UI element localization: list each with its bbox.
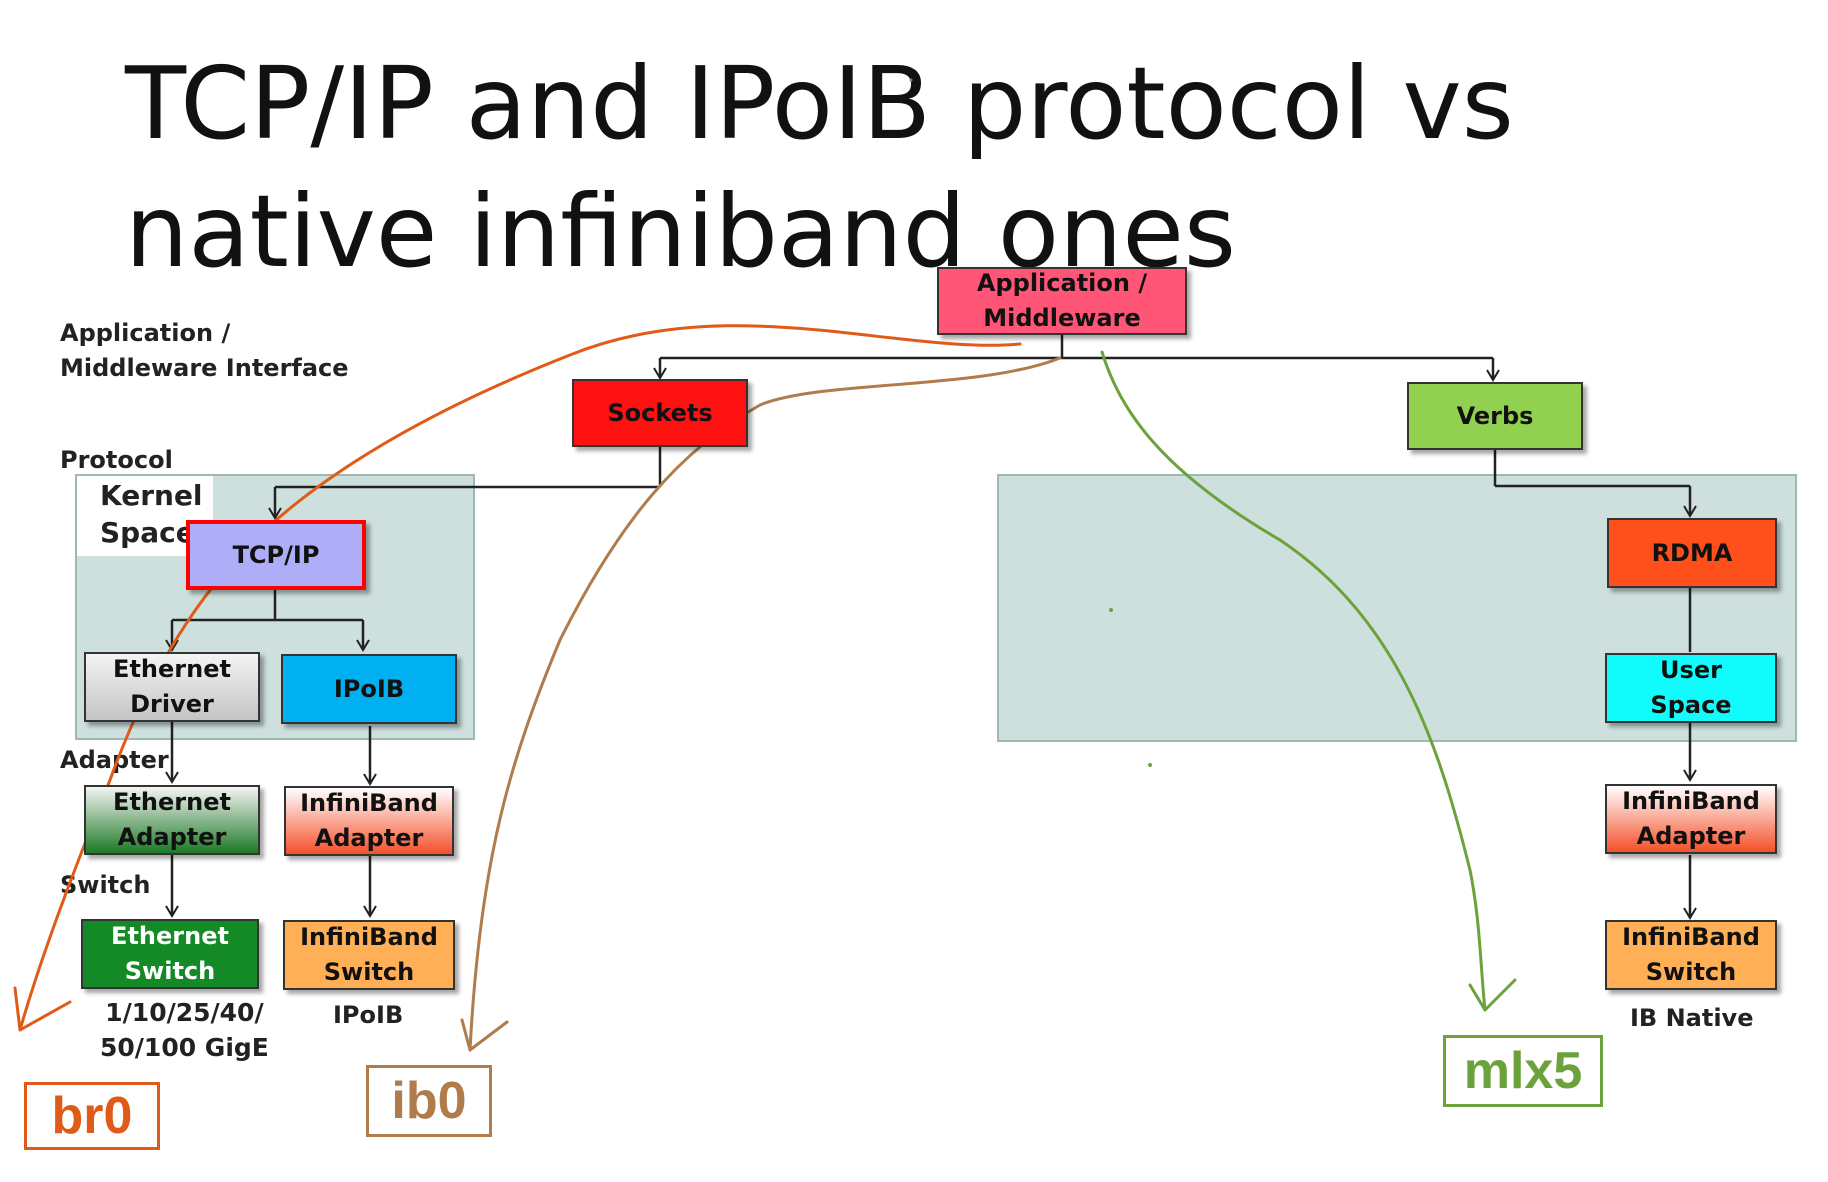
infiniband-switch-right-line-1: InfiniBand bbox=[1622, 923, 1760, 951]
stray-dot-3 bbox=[1148, 763, 1152, 767]
infiniband-switch-right-line-2: Switch bbox=[1645, 958, 1737, 986]
app-interface-label-line-1: Application / bbox=[60, 319, 231, 347]
infiniband-adapter-left-line-2: Adapter bbox=[314, 824, 424, 852]
infiniband-adapter-right-box: InfiniBand Adapter bbox=[1605, 784, 1777, 854]
ethernet-switch-line-2: Switch bbox=[124, 957, 216, 985]
infiniband-switch-right-box: InfiniBand Switch bbox=[1605, 920, 1777, 990]
ib0-label: ib0 bbox=[366, 1065, 492, 1137]
kernel-space-label-line-2: Space bbox=[100, 516, 195, 549]
app-middleware-box: Application / Middleware bbox=[937, 267, 1187, 335]
ethernet-adapter-line-1: Ethernet bbox=[113, 788, 231, 816]
br0-path-arrow bbox=[13, 324, 1022, 1032]
app-interface-label-line-2: Middleware Interface bbox=[60, 354, 349, 382]
infiniband-switch-left-line-1: InfiniBand bbox=[300, 923, 438, 951]
sockets-box: Sockets bbox=[572, 379, 748, 447]
ib0-path-arrow bbox=[460, 356, 1062, 1052]
infiniband-switch-left-line-2: Switch bbox=[323, 958, 415, 986]
infiniband-adapter-right-line-2: Adapter bbox=[1636, 822, 1746, 850]
infiniband-adapter-left-line-1: InfiniBand bbox=[300, 789, 438, 817]
infiniband-switch-left-box: InfiniBand Switch bbox=[283, 920, 455, 990]
stray-dot-2 bbox=[1109, 608, 1113, 612]
ethernet-switch-box: Ethernet Switch bbox=[81, 919, 259, 989]
kernel-space-label: Kernel Space bbox=[100, 477, 203, 551]
ethernet-driver-line-2: Driver bbox=[130, 690, 214, 718]
ethernet-driver-box: Ethernet Driver bbox=[84, 652, 260, 722]
app-middleware-line-2: Middleware bbox=[983, 304, 1141, 332]
tcpip-box: TCP/IP bbox=[186, 520, 366, 590]
verbs-box: Verbs bbox=[1407, 382, 1583, 450]
br0-label: br0 bbox=[24, 1082, 160, 1150]
title-line-1: TCP/IP and IPoIB protocol vs bbox=[125, 45, 1514, 162]
mlx5-path-arrow bbox=[1100, 350, 1517, 1012]
mlx5-label: mlx5 bbox=[1443, 1035, 1603, 1107]
user-space-line-1: User bbox=[1660, 656, 1722, 684]
slide-title: TCP/IP and IPoIB protocol vs native infi… bbox=[125, 40, 1625, 296]
infiniband-adapter-left-box: InfiniBand Adapter bbox=[284, 786, 454, 856]
ethernet-driver-line-1: Ethernet bbox=[113, 655, 231, 683]
app-interface-label: Application / Middleware Interface bbox=[60, 316, 349, 386]
user-space-box: User Space bbox=[1605, 653, 1777, 723]
ethernet-switch-line-1: Ethernet bbox=[111, 922, 229, 950]
stray-dot-1 bbox=[909, 78, 913, 82]
ipoib-box: IPoIB bbox=[281, 654, 457, 724]
app-middleware-line-1: Application / bbox=[976, 269, 1148, 297]
switch-label: Switch bbox=[60, 871, 151, 899]
infiniband-adapter-right-line-1: InfiniBand bbox=[1622, 787, 1760, 815]
gige-speeds-line-1: 1/10/25/40/ bbox=[105, 998, 264, 1027]
user-space-line-2: Space bbox=[1650, 691, 1732, 719]
gige-speeds-line-2: 50/100 GigE bbox=[100, 1033, 269, 1062]
protocol-label: Protocol bbox=[60, 446, 173, 474]
ethernet-adapter-line-2: Adapter bbox=[117, 823, 227, 851]
rdma-box: RDMA bbox=[1607, 518, 1777, 588]
ethernet-adapter-box: Ethernet Adapter bbox=[84, 785, 260, 855]
kernel-space-label-line-1: Kernel bbox=[100, 479, 203, 512]
gige-speeds-label: 1/10/25/40/ 50/100 GigE bbox=[100, 995, 269, 1065]
ipoib-caption: IPoIB bbox=[333, 1001, 404, 1029]
ib-native-caption: IB Native bbox=[1630, 1004, 1754, 1032]
